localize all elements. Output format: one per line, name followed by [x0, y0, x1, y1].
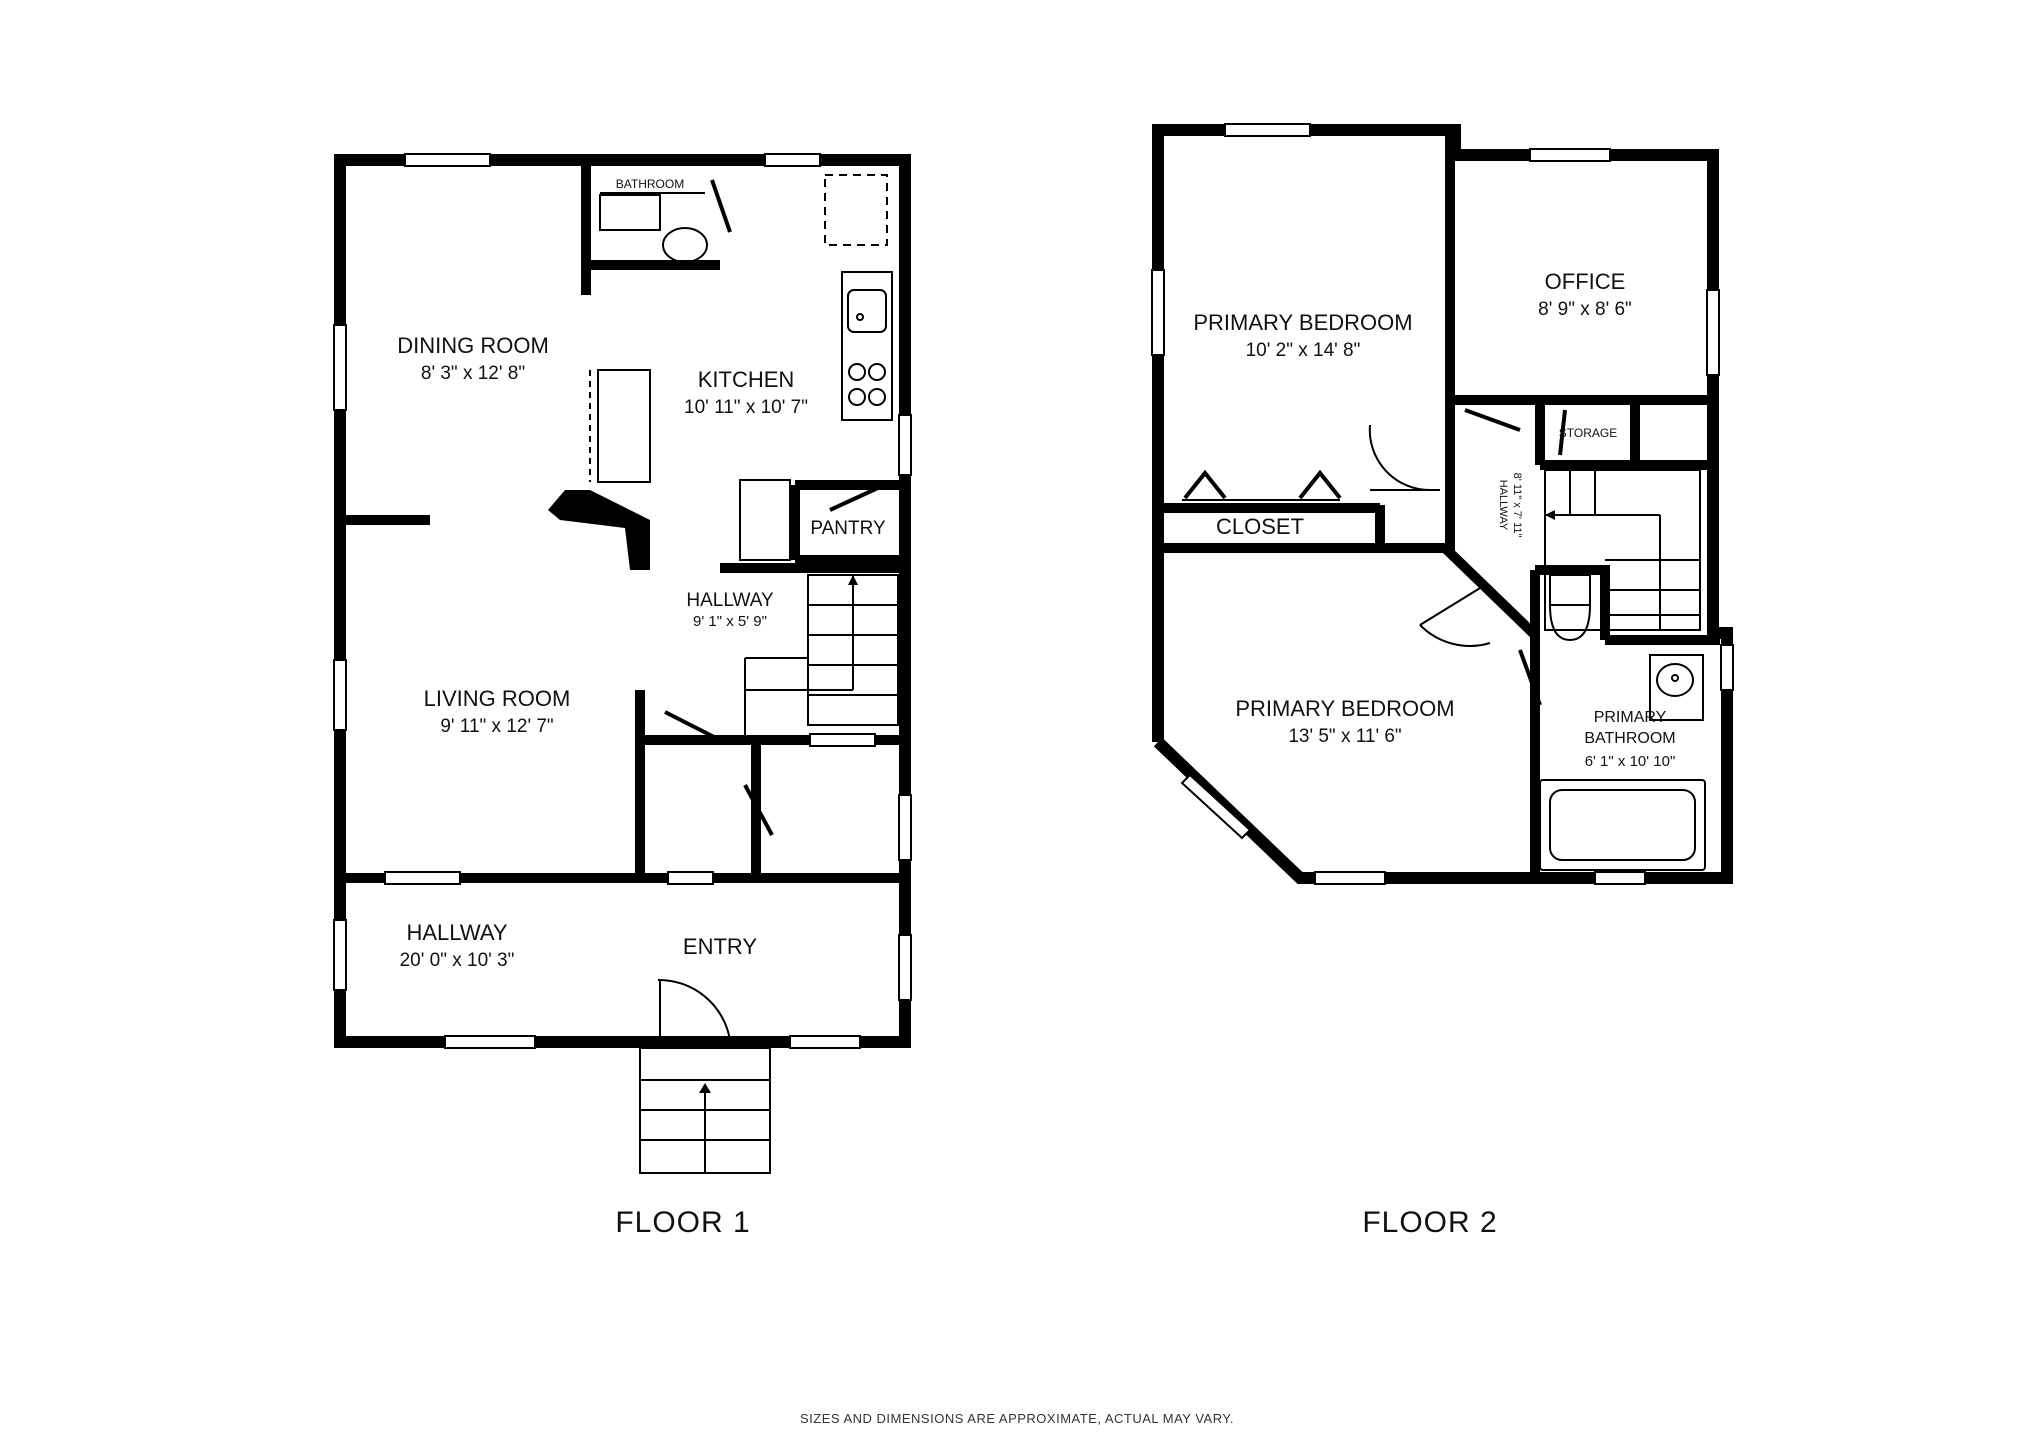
floor-1-label: FLOOR 1 — [615, 1206, 750, 1239]
room-label-bathroom: BATHROOM — [616, 177, 684, 191]
floor-2-stairs — [1544, 469, 1701, 631]
floor-1-windows — [333, 153, 912, 1049]
floor-2-interior-walls — [1160, 135, 1720, 876]
room-label-storage: STORAGE — [1559, 426, 1617, 440]
floor-2-plan: PRIMARY BEDROOM 10' 2" x 14' 8" OFFICE 8… — [1151, 123, 1734, 1239]
room-label-primary-bathroom-line-1: PRIMARY — [1594, 709, 1667, 726]
fireplace — [548, 490, 650, 570]
room-label-dining-room: DINING ROOM — [397, 333, 549, 358]
footer-disclaimer: SIZES AND DIMENSIONS ARE APPROXIMATE, AC… — [800, 1411, 1234, 1426]
floor-2-doors — [1182, 408, 1567, 706]
floor-1-stairs — [639, 574, 899, 1174]
room-dims-office: 8' 9" x 8' 6" — [1538, 299, 1632, 320]
floor-1-exterior-walls — [334, 154, 911, 1048]
room-dims-primary-bedroom-2: 13' 5" x 11' 6" — [1288, 726, 1401, 747]
half-bathroom-fixtures — [599, 192, 708, 263]
floor-1-stairs-arrow-icon — [848, 575, 858, 585]
floor-2-windows — [1151, 123, 1734, 885]
room-dims-primary-bedroom-1: 10' 2" x 14' 8" — [1246, 340, 1361, 361]
floor-2-label: FLOOR 2 — [1362, 1206, 1497, 1239]
room-dims-primary-bathroom: 6' 1" x 10' 10" — [1585, 753, 1676, 770]
kitchen-fixtures — [589, 174, 893, 561]
room-label-hallway-1: HALLWAY — [686, 590, 774, 611]
room-label-entry: ENTRY — [683, 934, 757, 959]
room-label-primary-bedroom-2: PRIMARY BEDROOM — [1235, 696, 1454, 721]
room-dims-kitchen: 10' 11" x 10' 7" — [684, 397, 808, 418]
room-label-primary-bedroom-1: PRIMARY BEDROOM — [1193, 310, 1412, 335]
room-label-primary-bathroom-line-2: BATHROOM — [1584, 730, 1675, 747]
room-label-hallway-2: HALLWAY — [406, 920, 507, 945]
room-label-living-room: LIVING ROOM — [424, 686, 571, 711]
room-label-closet: CLOSET — [1216, 514, 1304, 539]
room-dims-dining-room: 8' 3" x 12' 8" — [421, 363, 525, 384]
floor-1-plan: BATHROOM DINING ROOM 8' 3" x 12' 8" KITC… — [333, 153, 912, 1239]
floor-2-stairs-arrow-icon — [1545, 510, 1555, 520]
primary-bathroom-fixtures — [1539, 574, 1706, 871]
room-label-office: OFFICE — [1545, 269, 1626, 294]
room-label-hallway-floor-2: HALLWAY — [1497, 480, 1509, 531]
room-dims-hallway-1: 9' 1" x 5' 9" — [693, 613, 767, 630]
room-label-kitchen: KITCHEN — [698, 367, 795, 392]
entry-stairs-arrow-icon — [699, 1083, 711, 1093]
room-dims-living-room: 9' 11" x 12' 7" — [440, 716, 553, 737]
floor-1-doors — [657, 179, 881, 1041]
room-dims-hallway-floor-2: 8' 11" x 7' 11" — [1511, 473, 1523, 538]
room-dims-hallway-2: 20' 0" x 10' 3" — [400, 950, 515, 971]
room-label-pantry: PANTRY — [810, 518, 886, 539]
